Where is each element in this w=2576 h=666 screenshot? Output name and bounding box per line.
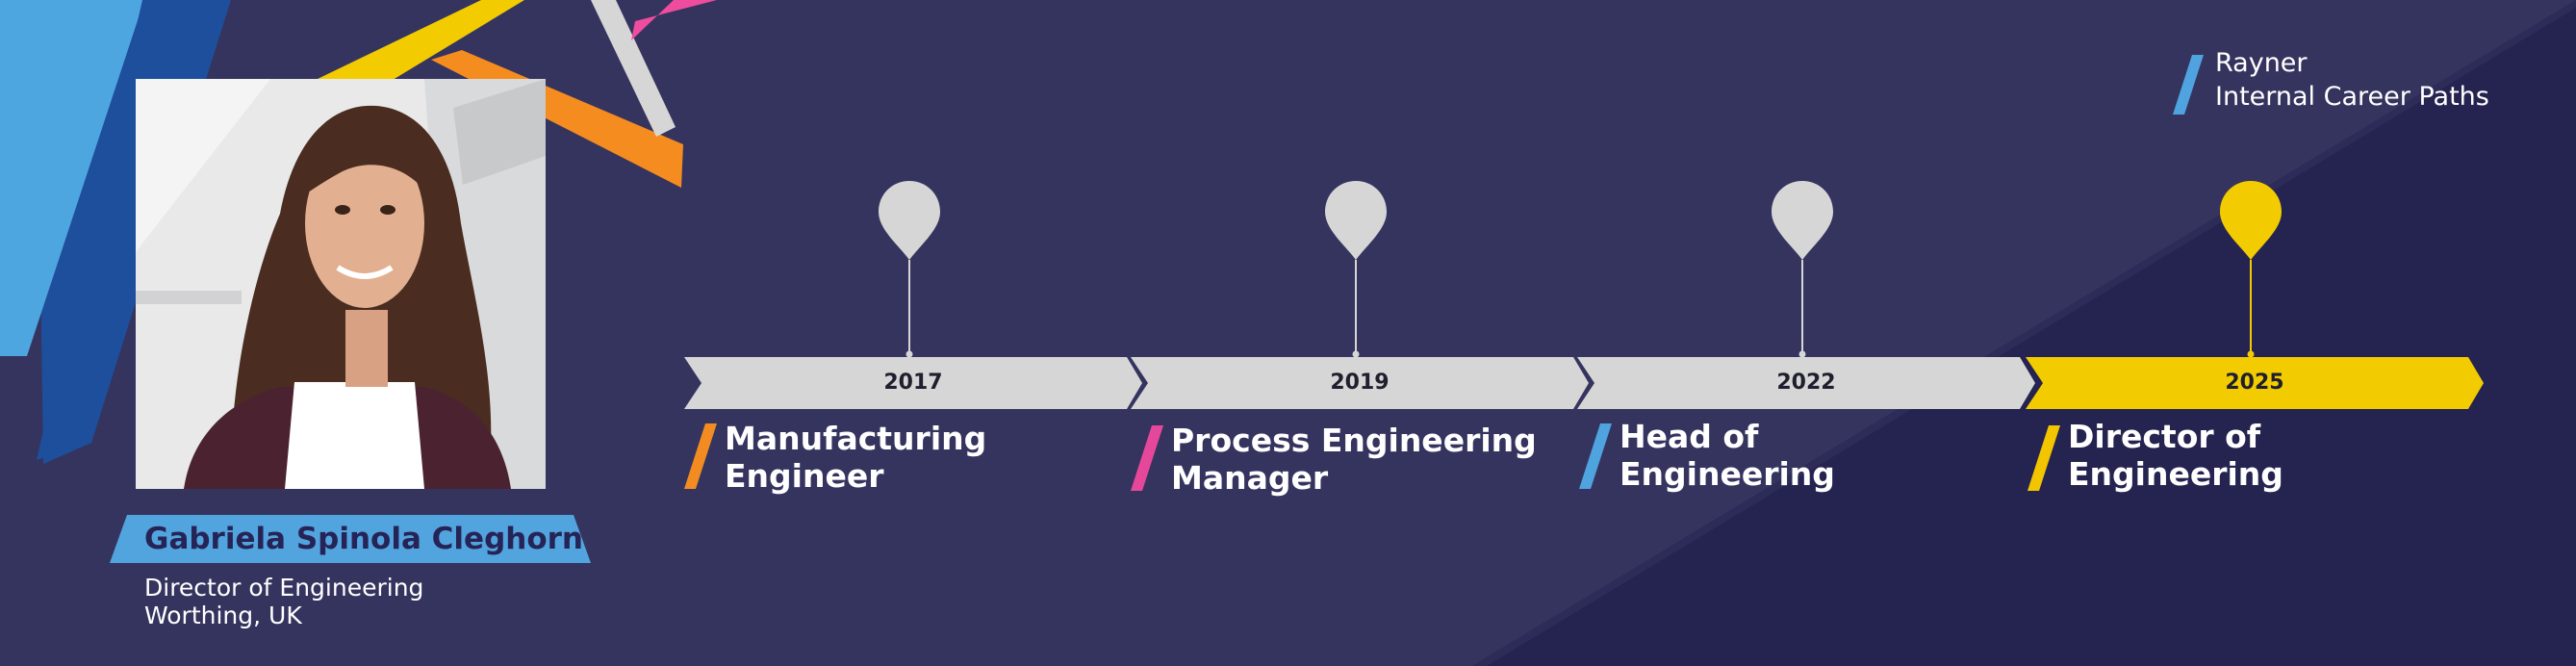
timeline-segment-2017: 2017 bbox=[684, 357, 1142, 409]
timeline-segment-2022: 2022 bbox=[1577, 357, 2035, 409]
role-slash-icon bbox=[1131, 425, 1163, 491]
timeline-year: 2025 bbox=[2225, 371, 2284, 395]
timeline-year: 2017 bbox=[883, 371, 943, 395]
brand-company: Rayner bbox=[2215, 48, 2308, 78]
role-title-2019: Process Engineering Manager bbox=[1171, 422, 1537, 497]
brand-slash-icon bbox=[2173, 55, 2204, 115]
person-title: Director of Engineering bbox=[144, 574, 424, 602]
profile-photo bbox=[136, 79, 546, 489]
pin-2017-icon bbox=[879, 181, 940, 358]
role-slash-icon bbox=[684, 423, 717, 489]
pin-2022-icon bbox=[1772, 181, 1833, 358]
timeline-year: 2019 bbox=[1330, 371, 1390, 395]
role-title-2025: Director of Engineering bbox=[2068, 418, 2283, 493]
role-title-2022: Head of Engineering bbox=[1620, 418, 1835, 493]
role-slash-icon bbox=[1579, 423, 1612, 489]
role-slash-icon bbox=[2028, 425, 2060, 491]
pin-2019-icon bbox=[1325, 181, 1387, 358]
person-location: Worthing, UK bbox=[144, 602, 302, 629]
role-title-2017: Manufacturing Engineer bbox=[725, 420, 987, 495]
name-banner bbox=[110, 515, 591, 563]
timeline-segment-2019: 2019 bbox=[1131, 357, 1589, 409]
timeline-segment-2025: 2025 bbox=[2026, 357, 2484, 409]
pin-2025-icon bbox=[2220, 181, 2282, 358]
person-name: Gabriela Spinola Cleghorn bbox=[144, 522, 583, 556]
timeline-year: 2022 bbox=[1776, 371, 1836, 395]
brand-tagline: Internal Career Paths bbox=[2215, 82, 2489, 112]
